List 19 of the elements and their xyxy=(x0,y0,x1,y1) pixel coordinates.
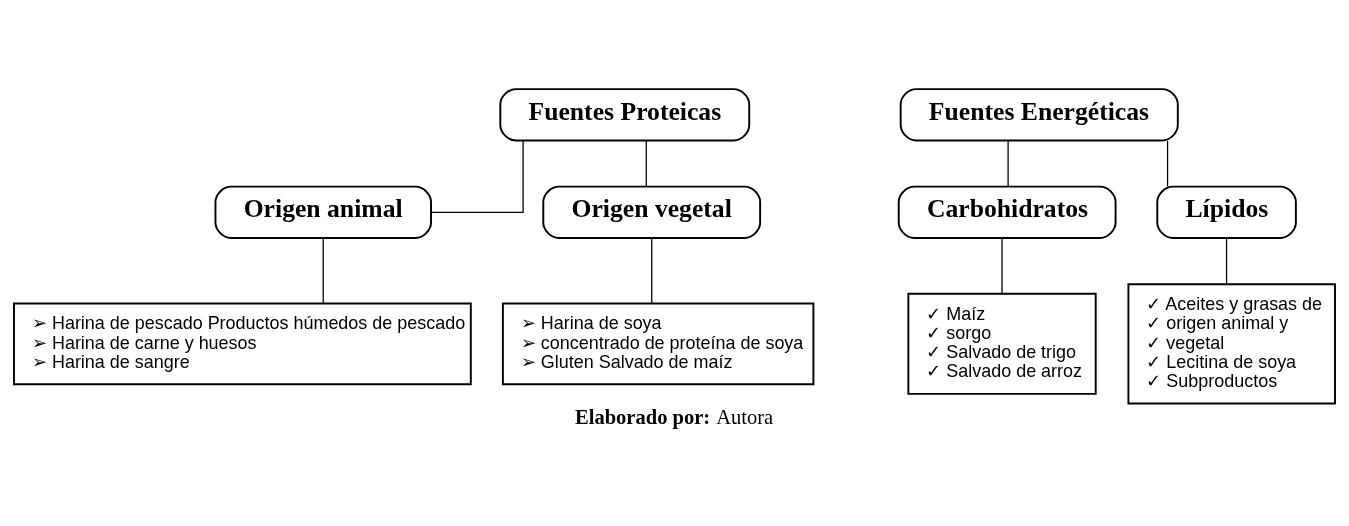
node-box: ✓ Aceites y grasas de ✓ origen animal y ✓ vegetal ✓ Lecitina de soya ✓ Subproductos xyxy=(1127,283,1336,405)
connector xyxy=(322,237,324,305)
node-box: ➢ Harina de pescado Productos húmedos de pescado ➢ Harina de carne y huesos ➢ Harina de sangre xyxy=(13,302,472,386)
node-box: Origen vegetal xyxy=(542,185,762,239)
connector xyxy=(430,140,524,213)
node-box: Fuentes Energéticas xyxy=(899,88,1179,142)
node-box: Carbohidratos xyxy=(897,185,1117,239)
node-box: ✓ Maíz ✓ sorgo ✓ Salvado de trigo ✓ Salvado de arroz xyxy=(907,292,1097,395)
connector xyxy=(1166,140,1169,188)
caption: Elaborado por: Autora xyxy=(575,405,774,428)
connector xyxy=(1007,140,1009,188)
connector xyxy=(1225,237,1228,285)
node-box: Fuentes Proteicas xyxy=(499,88,751,142)
node-box: Lípidos xyxy=(1156,185,1297,239)
connector xyxy=(1001,237,1003,295)
node-box: Origen animal xyxy=(214,185,432,239)
node-box: ➢ Harina de soya ➢ concentrado de proteína de soya ➢ Gluten Salvado de maíz xyxy=(501,302,815,386)
connector xyxy=(645,140,647,188)
connector xyxy=(651,237,653,305)
